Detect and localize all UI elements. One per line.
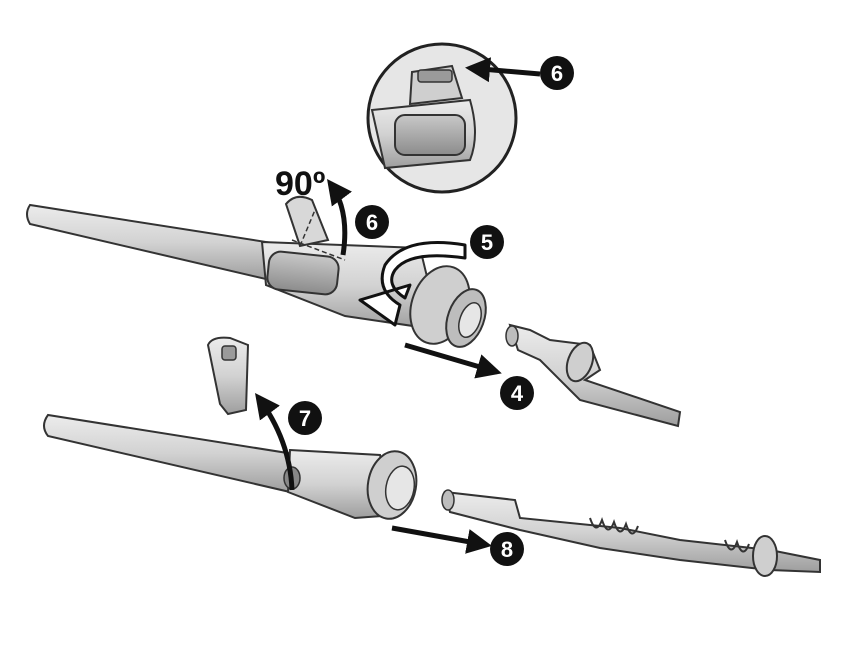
handpiece-top <box>26 195 487 348</box>
badge-detail-lever-text: 6 <box>551 61 563 86</box>
detail-arrow <box>465 57 541 83</box>
badge-pull-cartridge: 4 <box>500 376 534 410</box>
angle-label: 90º <box>275 165 325 203</box>
badge-twist: 5 <box>470 225 504 259</box>
badge-twist-text: 5 <box>481 230 493 255</box>
badge-remove-lever: 7 <box>288 401 322 435</box>
arrow-lever-rotate <box>327 178 352 256</box>
lever-swing-dashed <box>291 209 346 261</box>
badge-lever-rotate: 6 <box>355 205 389 239</box>
arrow-pull-cartridge <box>404 342 502 379</box>
removed-lever <box>206 336 250 416</box>
arrow-pull-inner <box>391 525 492 554</box>
arrow-remove-lever <box>255 392 295 491</box>
handpiece-bottom <box>43 413 418 520</box>
inner-assembly <box>441 489 821 577</box>
badge-pull-inner-text: 8 <box>501 537 513 562</box>
cartridge <box>505 323 682 428</box>
badge-detail-lever: 6 <box>540 56 574 90</box>
lever-top <box>284 195 330 248</box>
badge-lever-rotate-text: 6 <box>366 210 378 235</box>
badge-pull-inner: 8 <box>490 532 524 566</box>
badge-remove-lever-text: 7 <box>299 406 311 431</box>
detail-callout <box>366 42 518 194</box>
badge-pull-cartridge-text: 4 <box>511 381 524 406</box>
twist-arrow <box>358 241 467 327</box>
